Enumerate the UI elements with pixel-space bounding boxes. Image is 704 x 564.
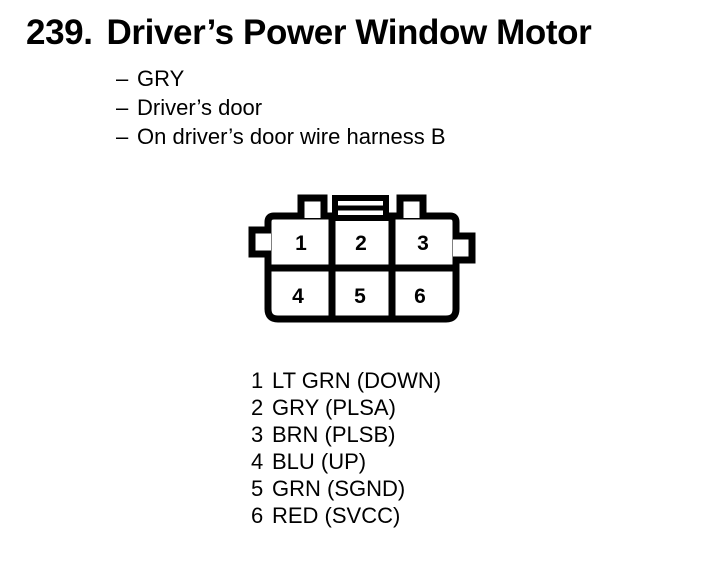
- list-item: – Driver’s door: [116, 93, 446, 122]
- pin-number-4: 4: [292, 285, 304, 308]
- pin-number-1: 1: [295, 232, 307, 255]
- legend-pin-number: 4: [251, 449, 264, 474]
- dash-icon: –: [116, 66, 129, 91]
- list-item: – On driver’s door wire harness B: [116, 122, 446, 151]
- connector-diagram: 1 2 3 4 5 6: [240, 188, 480, 343]
- legend-pin-label: BRN (PLSB): [272, 422, 396, 447]
- pin-number-3: 3: [417, 232, 429, 255]
- legend-row: 4 BLU (UP): [251, 448, 441, 475]
- top-left-tab: [297, 194, 328, 218]
- legend-pin-label: BLU (UP): [272, 449, 367, 474]
- pin-number-2: 2: [355, 232, 367, 255]
- legend-pin-label: GRY (PLSA): [272, 395, 396, 420]
- pin-number-5: 5: [354, 285, 366, 308]
- right-side-tab: [453, 232, 476, 264]
- top-right-tab: [396, 194, 427, 218]
- list-item-label: Driver’s door: [137, 95, 263, 120]
- pin-number-6: 6: [414, 285, 426, 308]
- page-title: 239. Driver’s Power Window Motor: [26, 13, 592, 53]
- pin-legend: 1 LT GRN (DOWN) 2 GRY (PLSA) 3 BRN (PLSB…: [251, 367, 441, 529]
- list-item-label: On driver’s door wire harness B: [137, 124, 446, 149]
- list-item-label: GRY: [137, 66, 185, 91]
- description-list: – GRY – Driver’s door – On driver’s door…: [116, 64, 446, 151]
- legend-pin-number: 1: [251, 368, 264, 393]
- legend-pin-label: GRN (SGND): [272, 476, 406, 501]
- page-title-number: 239.: [26, 13, 93, 52]
- legend-pin-number: 3: [251, 422, 264, 447]
- connector-svg: 1 2 3 4 5 6: [248, 194, 476, 323]
- legend-row: 5 GRN (SGND): [251, 475, 441, 502]
- list-item: – GRY: [116, 64, 446, 93]
- left-side-tab: [248, 226, 271, 258]
- legend-row: 3 BRN (PLSB): [251, 421, 441, 448]
- legend-pin-label: LT GRN (DOWN): [272, 368, 442, 393]
- legend-pin-label: RED (SVCC): [272, 503, 401, 528]
- legend-pin-number: 2: [251, 395, 264, 420]
- dash-icon: –: [116, 95, 129, 120]
- legend-pin-number: 5: [251, 476, 264, 501]
- dash-icon: –: [116, 124, 129, 149]
- legend-pin-number: 6: [251, 503, 264, 528]
- legend-row: 6 RED (SVCC): [251, 502, 441, 529]
- page-title-text: Driver’s Power Window Motor: [106, 13, 592, 52]
- legend-row: 2 GRY (PLSA): [251, 394, 441, 421]
- legend-row: 1 LT GRN (DOWN): [251, 367, 441, 394]
